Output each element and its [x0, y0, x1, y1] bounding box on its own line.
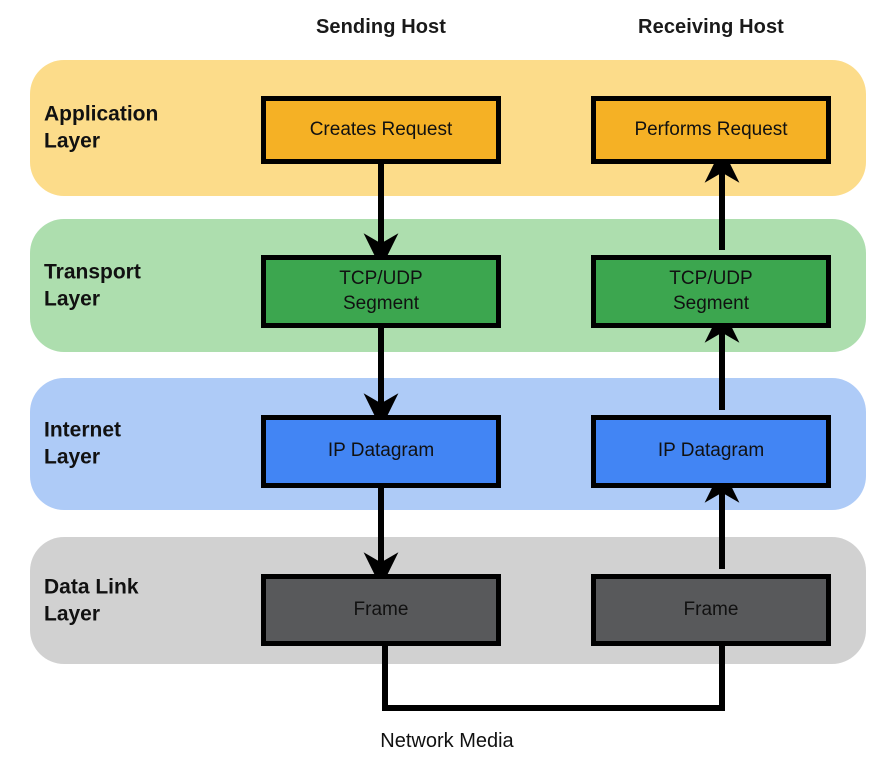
pdu-box-label: Frame	[353, 598, 409, 620]
pdu-box-internet-right: IP Datagram	[591, 415, 831, 488]
pdu-box-label: Creates Request	[309, 118, 453, 140]
pdu-box-data-link-left: Frame	[261, 574, 501, 646]
network-media-label: Network Media	[380, 730, 514, 752]
pdu-box-label: Frame	[683, 598, 739, 620]
column-header-receiving-host: Receiving Host	[638, 16, 784, 38]
column-header-sending-host: Sending Host	[315, 16, 447, 38]
pdu-box-application-right: Performs Request	[591, 96, 831, 164]
pdu-box-label: IP Datagram	[657, 440, 765, 462]
pdu-box-data-link-right: Frame	[591, 574, 831, 646]
pdu-box-label: Performs Request	[634, 118, 788, 140]
pdu-box-label: IP Datagram	[327, 440, 435, 462]
pdu-box-internet-left: IP Datagram	[261, 415, 501, 488]
pdu-box-application-left: Creates Request	[261, 96, 501, 164]
